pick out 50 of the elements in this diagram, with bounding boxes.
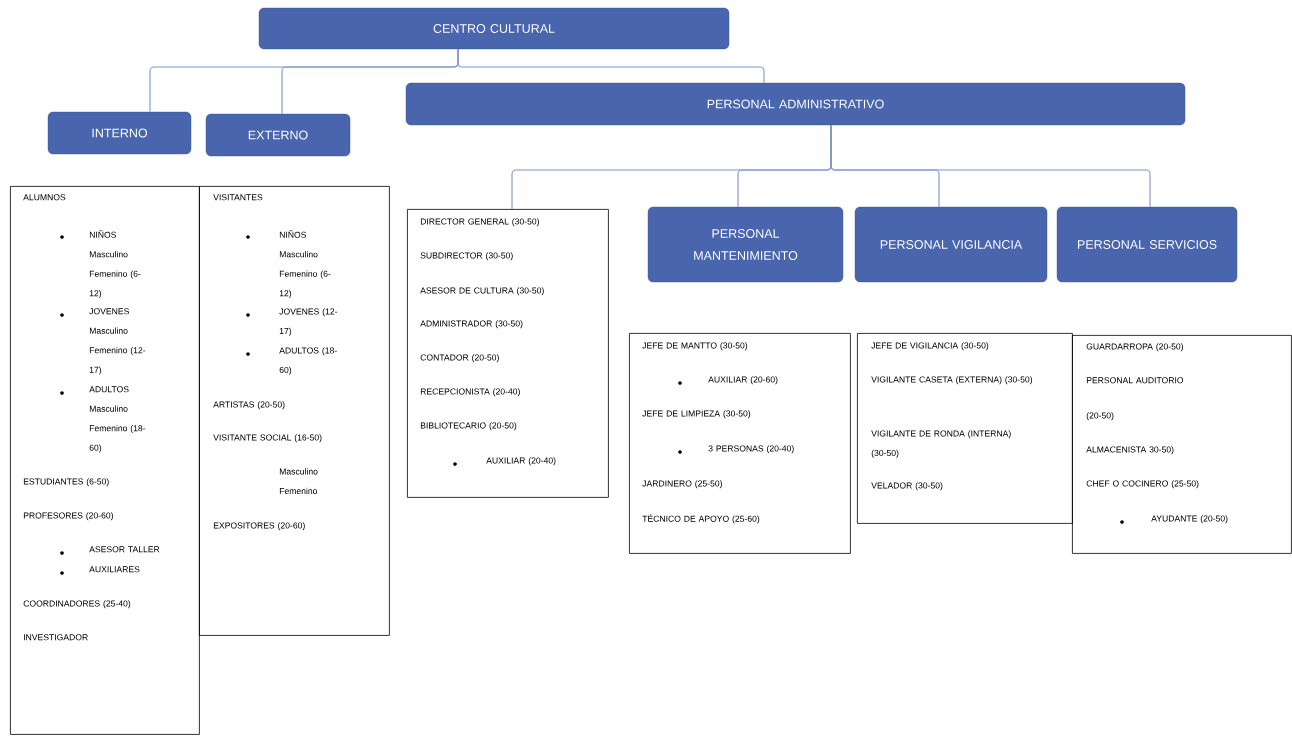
list-item: JEFE DE VIGILANCIA (30-50) xyxy=(871,342,989,351)
list-item: ADMINISTRADOR (30-50) xyxy=(420,320,523,329)
heading-box: PERSONAL VIGILANCIA xyxy=(854,206,1048,283)
list-item: PERSONAL AUDITORIO xyxy=(1086,377,1184,384)
list-item: INVESTIGADOR xyxy=(24,634,88,641)
list-item: JEFE DE MANTTO (30-50) xyxy=(642,342,748,351)
list-item: AUXILIARES xyxy=(89,566,140,573)
list-item: ALUMNOS xyxy=(23,194,66,201)
list-item: VIGILANTE CASETA (EXTERNA) (30-50) xyxy=(871,376,1033,385)
heading-box: PERSONAL ADMINISTRATIVO xyxy=(405,82,1186,126)
list-item: JARDINERO (25-50) xyxy=(642,480,722,489)
heading-box: INTERNO xyxy=(47,111,192,155)
list-item: CONTADOR (20-50) xyxy=(420,354,499,363)
list-item: EXPOSITORES (20-60) xyxy=(213,522,305,531)
list-item: ADULTOS (18-60) xyxy=(279,347,337,375)
list-item: AUXILIAR (20-60) xyxy=(708,376,778,385)
list-item: ALMACENISTA 30-50) xyxy=(1086,446,1174,455)
heading-box: PERSONAL SERVICIOS xyxy=(1056,206,1238,283)
list-item: ASESOR DE CULTURA (30-50) xyxy=(420,287,544,296)
list-item: COORDINADORES (25-40) xyxy=(23,600,131,609)
list-item: 3 PERSONAS (20-40) xyxy=(708,445,794,454)
list-item: ASESOR TALLER xyxy=(89,546,160,553)
list-item: JOVENES (12-17) xyxy=(279,308,338,336)
list-item: SUBDIRECTOR (30-50) xyxy=(420,252,513,261)
list-item: CHEF O COCINERO (25-50) xyxy=(1086,480,1199,489)
heading-box: PERSONAL MANTENIMIENTO xyxy=(647,206,844,283)
list-item: AUXILIAR (20-40) xyxy=(486,457,556,466)
list-item: RECEPCIONISTA (20-40) xyxy=(420,388,520,397)
list-item: VELADOR (30-50) xyxy=(871,482,943,491)
list-item: VISITANTES xyxy=(213,194,263,201)
list-item: NIÑOS Masculino Femenino (6-12) xyxy=(279,230,331,299)
list-item: ESTUDIANTES (6-50) xyxy=(23,478,109,487)
connector xyxy=(830,124,1151,208)
list-item: DIRECTOR GENERAL (30-50) xyxy=(420,218,539,227)
list-item: AYUDANTE (20-50) xyxy=(1151,515,1228,524)
list-item: ARTISTAS (20-50) xyxy=(213,401,285,410)
list-item: NIÑOS Masculino Femenino (6-12) xyxy=(89,230,141,299)
heading-box: EXTERNO xyxy=(205,113,351,157)
list-item: BIBLIOTECARIO (20-50) xyxy=(420,422,517,431)
list-item: VIGILANTE DE RONDA (INTERNA) (30-50) xyxy=(871,430,1011,458)
list-item: ADULTOS Masculino Femenino (18-60) xyxy=(89,386,146,453)
list-item: JEFE DE LIMPIEZA (30-50) xyxy=(642,410,751,419)
list-item: PROFESORES (20-60) xyxy=(23,512,113,521)
list-item: JOVENES Masculino Femenino (12-17) xyxy=(89,308,146,375)
list-item: VISITANTE SOCIAL (16-50) xyxy=(213,434,322,443)
heading-box: CENTRO CULTURAL xyxy=(258,7,730,50)
list-item: GUARDARROPA (20-50) xyxy=(1086,343,1183,352)
list-item: Masculino Femenino xyxy=(279,468,318,494)
list-item: TÉCNICO DE APOYO (25-60) xyxy=(642,514,760,524)
list-item: (20-50) xyxy=(1086,412,1114,421)
